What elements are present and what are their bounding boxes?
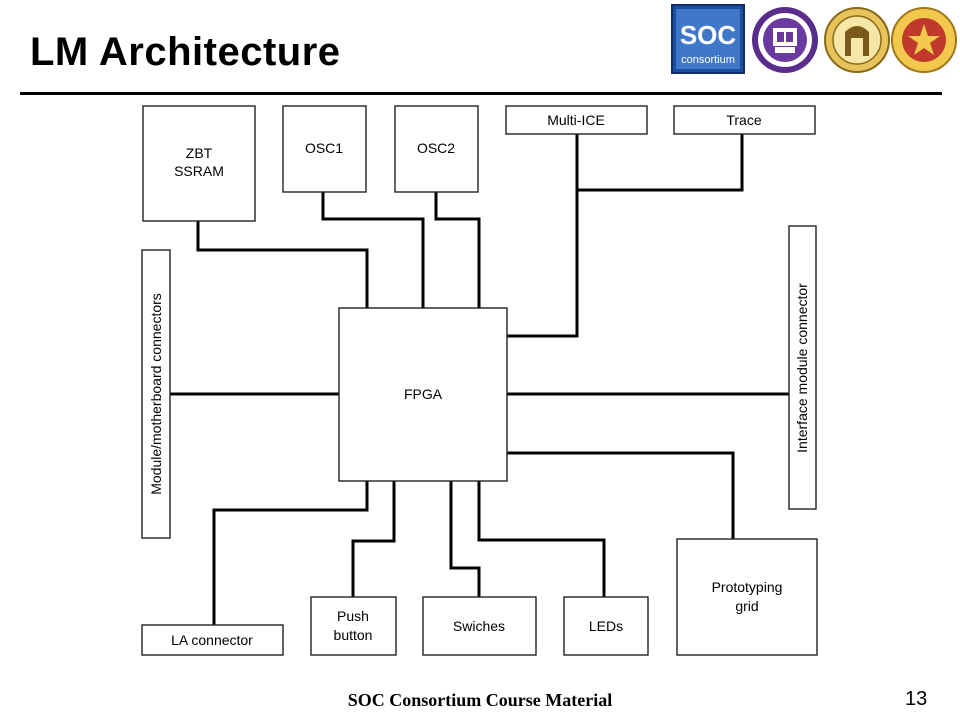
- slide-title: LM Architecture: [30, 30, 341, 74]
- wire-fpga-leds: [477, 479, 606, 599]
- block-trace: Trace: [673, 105, 816, 135]
- logo-bar: SOC consortium: [671, 4, 957, 74]
- trace-label: Trace: [726, 112, 761, 128]
- leds-label: LEDs: [589, 618, 623, 634]
- block-osc2: OSC2: [394, 105, 479, 193]
- slide-footer: SOC Consortium Course Material: [347, 690, 613, 710]
- switches-label: Swiches: [453, 618, 505, 634]
- push-button-label-line2: button: [334, 627, 373, 643]
- soc-consortium-logo: SOC consortium: [671, 4, 745, 74]
- page-number: 13: [905, 688, 928, 710]
- wire-trace-bus: [575, 132, 744, 192]
- prototyping-grid-label-line2: grid: [735, 598, 758, 614]
- block-prototyping-grid: Prototyping grid: [676, 538, 818, 656]
- block-osc1: OSC1: [282, 105, 367, 193]
- block-interface-connector: Interface module connector: [788, 225, 817, 510]
- osc2-label: OSC2: [417, 140, 455, 156]
- wire-fpga-proto: [505, 451, 735, 541]
- university-seal-red: [891, 7, 957, 73]
- multi-ice-label: Multi-ICE: [547, 112, 605, 128]
- la-connector-label: LA connector: [171, 632, 253, 648]
- zbt-label-line1: ZBT: [186, 145, 213, 161]
- block-push-button: Push button: [310, 596, 397, 656]
- soc-logo-text: SOC: [680, 20, 737, 50]
- block-la-connector: LA connector: [141, 624, 284, 656]
- osc1-label: OSC1: [305, 140, 343, 156]
- wire-fpga-switches: [449, 479, 481, 599]
- zbt-label-line2: SSRAM: [174, 163, 224, 179]
- prototyping-grid-label-line1: Prototyping: [712, 579, 783, 595]
- wire-zbt-fpga: [196, 219, 369, 310]
- wire-osc2-fpga: [434, 190, 481, 310]
- wire-fpga-push: [351, 479, 396, 599]
- wire-multiice-fpga: [505, 132, 579, 338]
- block-zbt-ssram: ZBT SSRAM: [142, 105, 256, 222]
- block-module-connectors: Module/motherboard connectors: [141, 249, 171, 539]
- wire-osc1-fpga: [321, 190, 425, 310]
- fpga-label: FPGA: [404, 386, 443, 402]
- module-connectors-label: Module/motherboard connectors: [148, 293, 164, 495]
- university-seal-gold: [824, 7, 890, 73]
- push-button-label-line1: Push: [337, 608, 369, 624]
- block-fpga: FPGA: [338, 307, 508, 482]
- block-switches: Swiches: [422, 596, 537, 656]
- university-seal-purple: [752, 7, 818, 73]
- block-leds: LEDs: [563, 596, 649, 656]
- wires: [168, 132, 791, 627]
- block-multi-ice: Multi-ICE: [505, 105, 648, 135]
- interface-connector-label: Interface module connector: [794, 283, 810, 453]
- wire-fpga-la: [212, 479, 369, 627]
- soc-logo-subtext: consortium: [681, 54, 735, 66]
- title-divider: [20, 92, 942, 95]
